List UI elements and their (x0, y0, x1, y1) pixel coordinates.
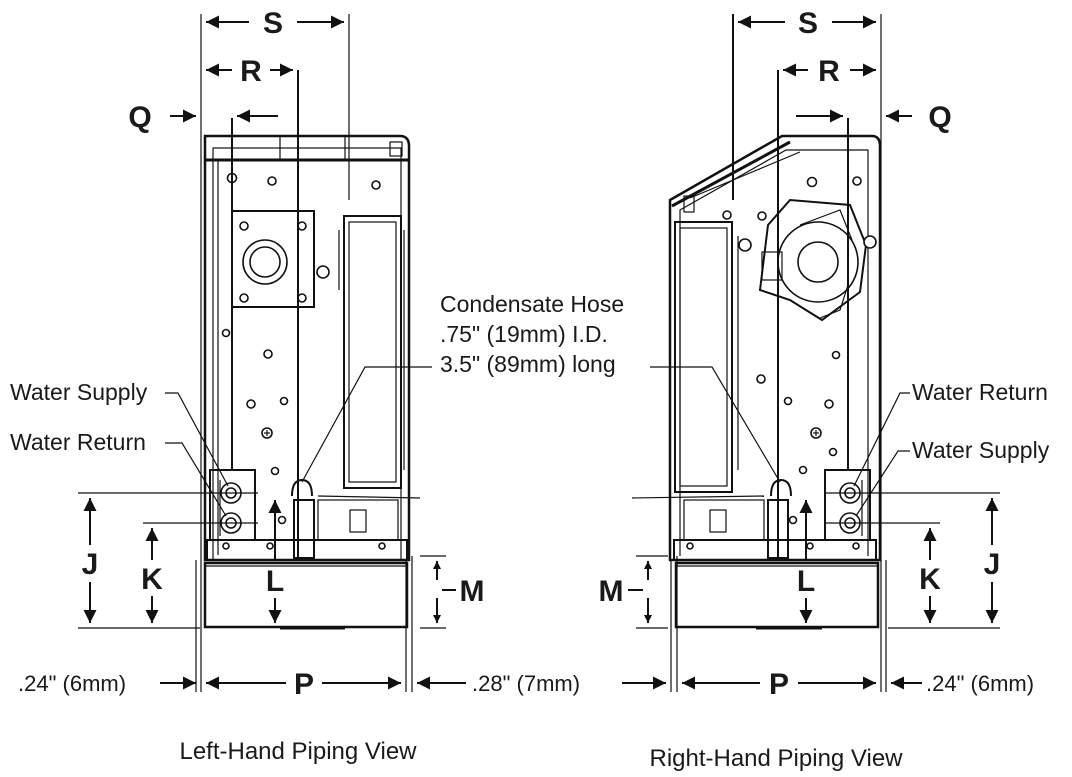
right-unit-drawing (631, 14, 882, 630)
right-dimension-lines (622, 14, 1000, 692)
left-dim-j: J (82, 548, 99, 581)
right-dim-s: S (798, 7, 818, 40)
right-dim-l: L (797, 565, 815, 598)
left-unit-drawing (203, 70, 421, 630)
middle-clearance-label: .28" (7mm) (472, 671, 580, 696)
left-dim-k: K (141, 563, 163, 596)
condensate-leader-right (650, 366, 781, 483)
right-dim-k: K (919, 563, 941, 596)
left-dim-p: P (294, 668, 314, 701)
right-dim-r: R (818, 55, 840, 88)
left-dim-q: Q (128, 101, 151, 134)
condensate-note-line3: 3.5" (89mm) long (440, 351, 616, 377)
right-dim-m: M (599, 575, 624, 608)
right-water-supply-label: Water Supply (912, 437, 1050, 463)
right-dim-j: J (984, 548, 1001, 581)
right-clearance-label: .24" (6mm) (926, 671, 1034, 696)
left-view-caption: Left-Hand Piping View (179, 738, 417, 765)
left-dim-r: R (240, 55, 262, 88)
condensate-note-line2: .75" (19mm) I.D. (440, 321, 608, 347)
left-dim-m: M (460, 575, 485, 608)
left-water-return-label: Water Return (10, 429, 146, 455)
left-water-supply-label: Water Supply (10, 379, 148, 405)
condensate-note-line1: Condensate Hose (440, 291, 624, 317)
left-clearance-label: .24" (6mm) (18, 671, 126, 696)
right-dim-p: P (769, 668, 789, 701)
left-dim-s: S (263, 7, 283, 40)
right-dim-q: Q (928, 101, 951, 134)
right-view-caption: Right-Hand Piping View (649, 745, 903, 772)
right-water-return-label: Water Return (912, 379, 1048, 405)
condensate-leader-left (301, 366, 432, 483)
left-dimension-lines (78, 14, 466, 692)
left-dim-l: L (266, 565, 284, 598)
